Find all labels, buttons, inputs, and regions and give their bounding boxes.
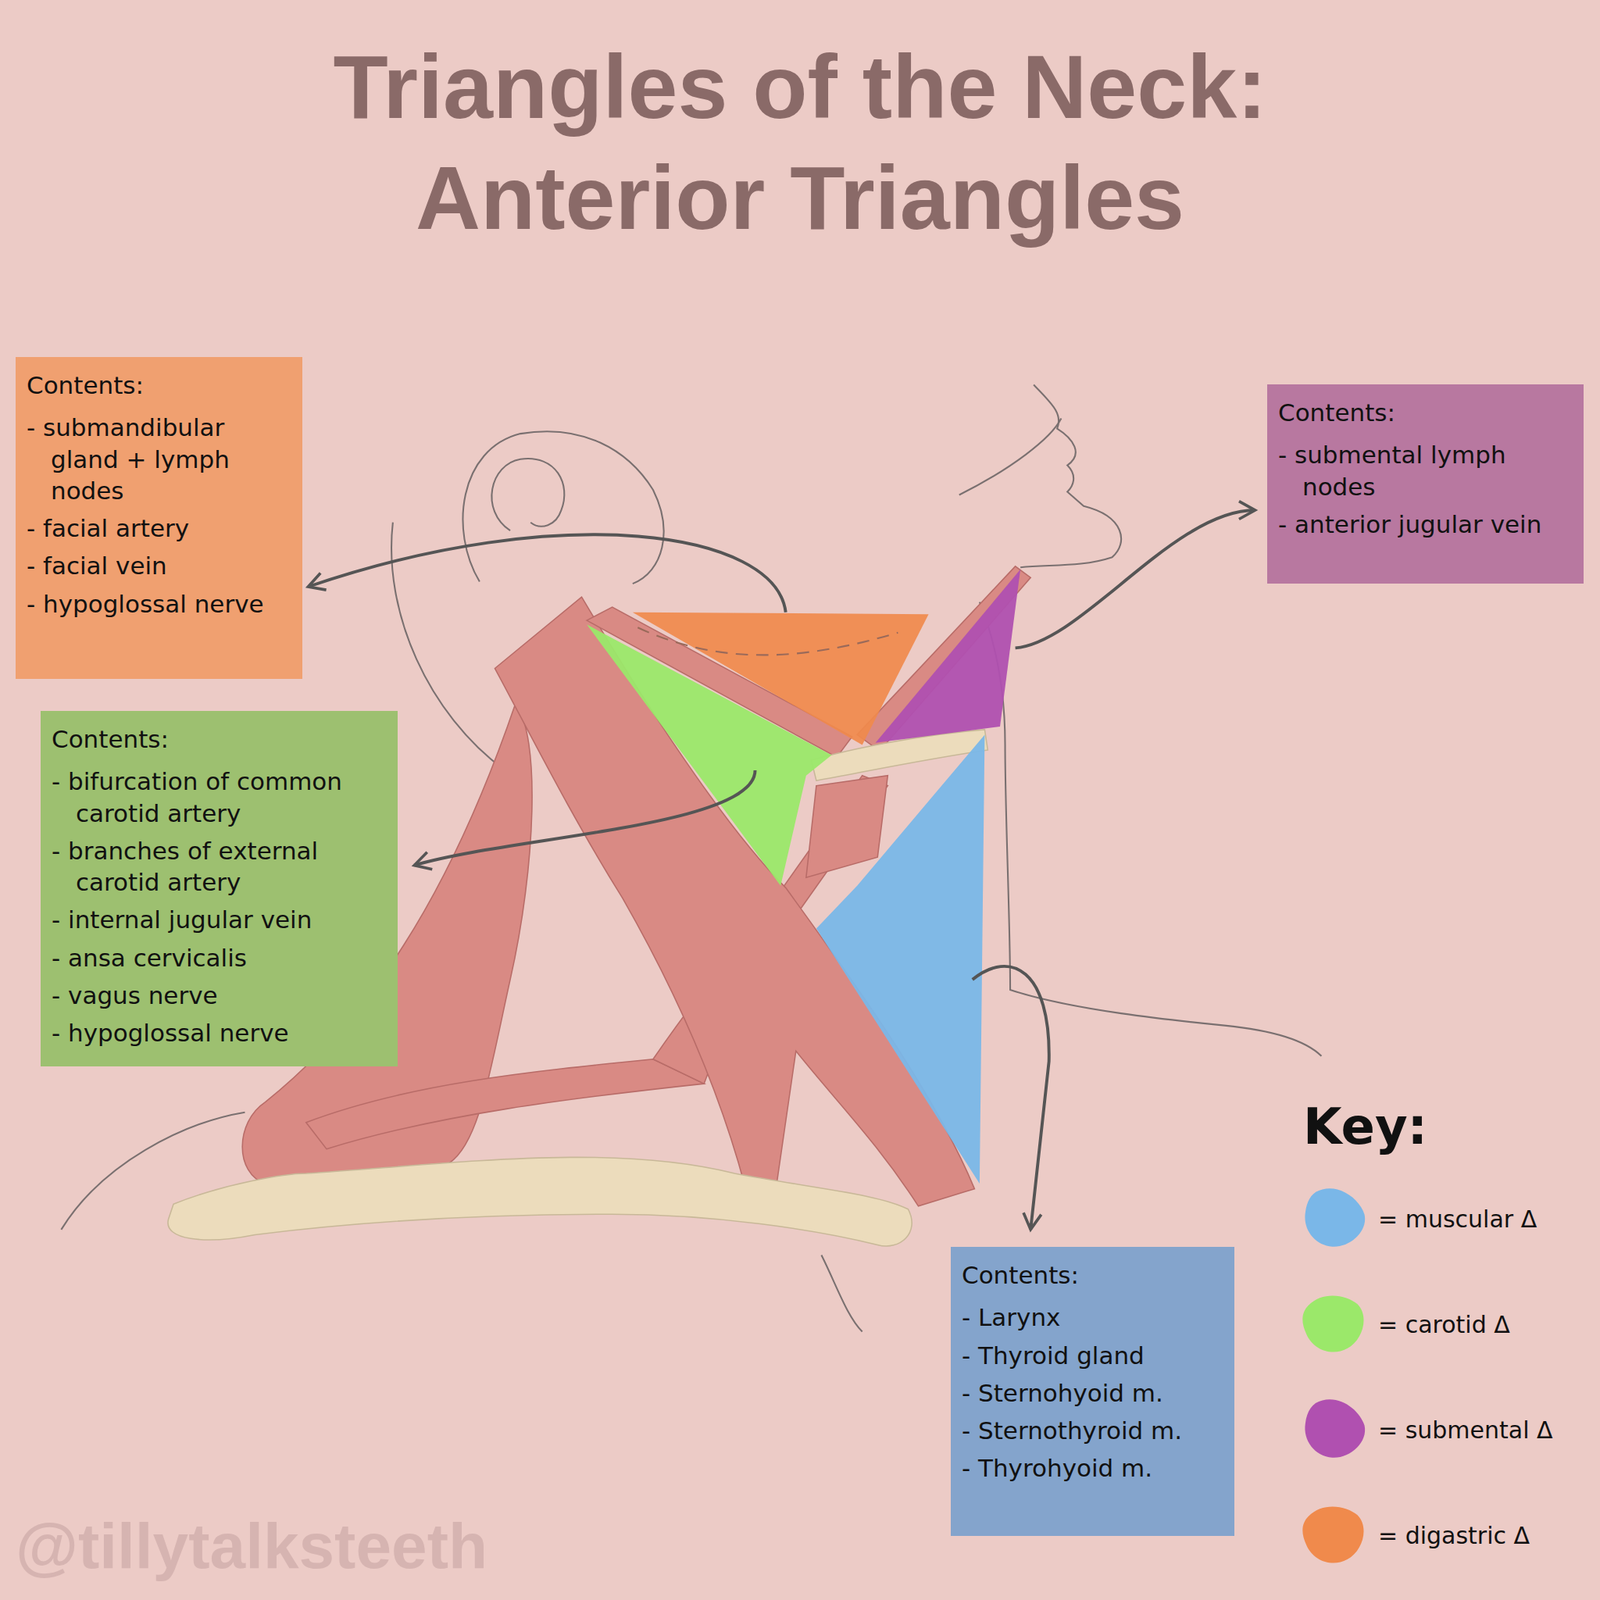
leader-arrow (414, 770, 755, 865)
leader-arrow (972, 966, 1050, 1230)
content-item: - facial artery (26, 512, 289, 544)
legend-text: = muscular Δ (1378, 1205, 1537, 1233)
content-item: - Thyroid gland (961, 1339, 1221, 1372)
legend-row: = submental Δ (1298, 1394, 1554, 1465)
legend-swatch-frame (1298, 1500, 1369, 1571)
legend-swatch (1298, 1394, 1369, 1465)
omohyoid-inferior-belly (306, 1059, 704, 1150)
carotid-triangle (586, 624, 832, 886)
contents-box: Contents: - submandibular gland + lymph n… (15, 357, 303, 679)
content-item: - submandibular gland + lymph nodes (26, 411, 289, 507)
box-heading: Contents: (1278, 396, 1570, 429)
leader-arrows (307, 510, 1255, 1230)
legend-swatch (1298, 1289, 1369, 1360)
content-item: - facial vein (26, 550, 289, 582)
head-back-line (391, 522, 505, 771)
mandible-line (637, 627, 898, 655)
legend-swatch-frame (1298, 1394, 1369, 1465)
legend-swatch (1298, 1183, 1369, 1254)
content-item: - Larynx (961, 1301, 1221, 1333)
content-item: - internal jugular vein (51, 903, 384, 936)
legend-row: = digastric Δ (1298, 1500, 1530, 1571)
ear-inner (491, 458, 565, 531)
content-item: - branches of external carotid artery (51, 835, 384, 899)
box-heading: Contents: (26, 369, 289, 401)
content-item: - bifurcation of common carotid artery (51, 765, 384, 829)
legend-heading: Key: (1303, 1097, 1428, 1156)
content-item: - vagus nerve (51, 979, 384, 1011)
box-heading: Contents: (961, 1259, 1221, 1291)
neck-front-line (979, 602, 1322, 1057)
legend-swatch-frame (1298, 1289, 1369, 1360)
title: Triangles of the Neck: Anterior Triangle… (175, 31, 1425, 254)
legend-row: = muscular Δ (1298, 1183, 1537, 1254)
content-item: - Sternohyoid m. (961, 1377, 1221, 1409)
legend-swatch-frame (1298, 1183, 1369, 1254)
legend-text: = submental Δ (1378, 1416, 1554, 1444)
contents-box: Contents: - bifurcation of common carotid… (40, 710, 398, 1067)
clavicle-bone (167, 1157, 912, 1247)
face-profile (1020, 384, 1122, 568)
leader-arrow (307, 534, 786, 612)
content-item: - hypoglossal nerve (26, 588, 289, 620)
leader-arrow (1015, 510, 1256, 648)
legend-text: = digastric Δ (1378, 1521, 1530, 1550)
watermark: @tillytalksteeth (15, 1509, 488, 1583)
chest-line (821, 1255, 862, 1333)
legend-row: = carotid Δ (1298, 1289, 1511, 1360)
content-item: - hypoglossal nerve (51, 1017, 384, 1049)
content-item: - anterior jugular vein (1278, 508, 1570, 540)
contents-box: Contents: - submental lymph nodes - anteri… (1267, 384, 1584, 584)
submental-triangle (875, 569, 1021, 743)
cheek-line (959, 418, 1062, 496)
contents-box: Contents: - Larynx - Thyroid gland - Sterno… (950, 1246, 1235, 1536)
content-item: - submental lymph nodes (1278, 439, 1570, 503)
content-item: - Sternothyroid m. (961, 1414, 1221, 1447)
box-heading: Contents: (51, 723, 384, 755)
legend-text: = carotid Δ (1378, 1310, 1511, 1339)
infrahyoid-muscle (806, 775, 888, 879)
content-item: - Thyrohyoid m. (961, 1452, 1221, 1484)
content-item: - ansa cervicalis (51, 942, 384, 974)
muscular-triangle (816, 734, 986, 1184)
ear-outline (462, 431, 664, 584)
legend-swatch (1298, 1500, 1369, 1571)
